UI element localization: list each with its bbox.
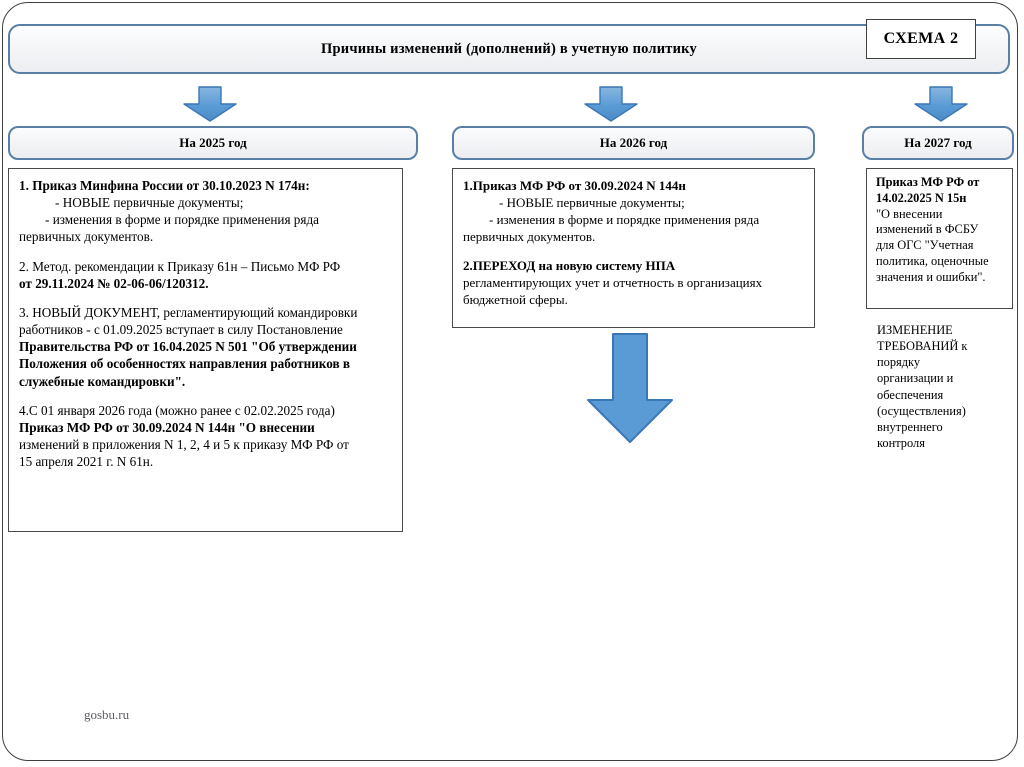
text-line: контроля [877, 435, 925, 450]
text-line: первичных документов. [463, 229, 596, 245]
footer-watermark: gosbu.ru [84, 707, 130, 722]
text-line: 4.С 01 января 2026 года (можно ранее с 0… [19, 402, 335, 418]
content-box-2025: 1. Приказ Минфина России от 30.10.2023 N… [8, 168, 403, 532]
text-line: политика, оценочные [876, 253, 989, 268]
text-line: 1. Приказ Минфина России от 30.10.2023 N… [19, 178, 310, 193]
column-header-2025-label: На 2025 год [179, 135, 247, 150]
arrow-to-2026 [583, 86, 639, 122]
column-header-2027-label: На 2027 год [904, 135, 972, 150]
paragraph-gap [19, 292, 392, 304]
text-line: Положения об особенностях направления ра… [19, 356, 351, 372]
column-header-2027[interactable]: На 2027 год [862, 126, 1014, 160]
text-line: 2. Метод. рекомендации к Приказу 61н – П… [19, 258, 341, 274]
scheme-number-label: СХЕМА 2 [883, 30, 959, 47]
text-line: ТРЕБОВАНИЙ к [877, 339, 968, 354]
text-line: - изменения в форме и порядке применения… [45, 212, 320, 228]
text-line: бюджетной сферы. [463, 291, 568, 307]
text-line: 1.Приказ МФ РФ от 30.09.2024 N 144н [463, 178, 686, 193]
text-line: служебные командировки". [19, 373, 186, 389]
paragraph-gap [19, 390, 392, 402]
text-line: - НОВЫЕ первичные документы; [55, 195, 244, 211]
text-line: первичных документов. [19, 229, 154, 245]
arrow-to-2025 [182, 86, 238, 122]
text-line: 15 апреля 2021 г. N 61н. [19, 454, 154, 470]
text-line: ИЗМЕНЕНИЕ [877, 323, 953, 337]
text-line: для ОГС "Учетная [876, 238, 974, 252]
text-line: 3. НОВЫЙ ДОКУМЕНТ, регламентирующий кома… [19, 304, 358, 320]
text-line: изменений в приложения N 1, 2, 4 и 5 к п… [19, 437, 349, 453]
text-line: порядку [877, 355, 921, 370]
page-title: Причины изменений (дополнений) в учетную… [321, 40, 697, 57]
text-line: обеспечения [877, 387, 944, 402]
text-line: "О внесении [876, 206, 943, 221]
text-line: Приказ МФ РФ от 30.09.2024 N 144н "О вне… [19, 419, 315, 435]
text-line: организации и [877, 371, 954, 386]
arrow-2026-flow-down [585, 332, 675, 444]
text-line: от 29.11.2024 № 02-06-06/120312. [19, 275, 209, 291]
header-banner: Причины изменений (дополнений) в учетную… [8, 24, 1010, 74]
column-header-2026[interactable]: На 2026 год [452, 126, 815, 160]
text-line: значения и ошибки". [876, 269, 986, 284]
text-line: работников - с 01.09.2025 вступает в сил… [19, 322, 343, 338]
text-line: Приказ МФ РФ от [876, 175, 980, 189]
arrow-to-2027 [913, 86, 969, 122]
text-line: - НОВЫЕ первичные документы; [499, 195, 685, 211]
text-line: изменений в ФСБУ [876, 222, 979, 237]
text-line: 14.02.2025 N 15н [876, 190, 967, 205]
column-header-2026-label: На 2026 год [599, 135, 668, 150]
text-line: - изменения в форме и порядке применения… [489, 212, 760, 228]
text-line: регламентирующих учет и отчетность в орг… [463, 274, 763, 290]
paragraph-gap [463, 246, 804, 257]
text-line: 2.ПЕРЕХОД на новую систему НПА [463, 257, 676, 273]
column-header-2025[interactable]: На 2025 год [8, 126, 418, 160]
text-line: (осуществления) [877, 403, 966, 418]
content-box-2026: 1.Приказ МФ РФ от 30.09.2024 N 144н - НОВ… [452, 168, 815, 328]
paragraph-gap [19, 246, 392, 258]
text-line: внутреннего [877, 419, 943, 434]
text-line: Правительства РФ от 16.04.2025 N 501 "Об… [19, 339, 357, 355]
scheme-number-box: СХЕМА 2 [866, 19, 976, 59]
